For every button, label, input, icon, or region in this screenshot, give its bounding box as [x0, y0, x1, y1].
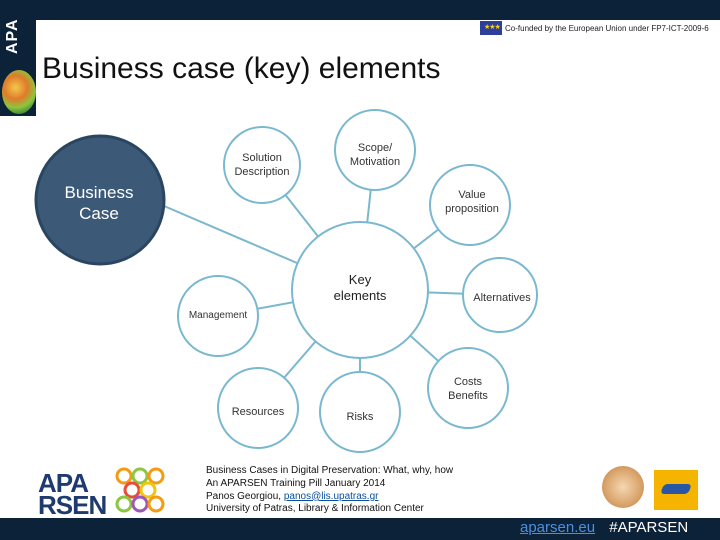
node-key-elements: [291, 221, 429, 359]
slide-title: Business case (key) elements: [42, 52, 441, 85]
aparsen-hashtag: #APARSEN: [609, 519, 689, 536]
logo-rsen-text: RSEN: [38, 490, 107, 520]
globe-logo-icon: [2, 70, 36, 114]
node-resources: [217, 367, 299, 449]
logo-apa-text: APA: [38, 468, 89, 498]
node-value-proposition: [429, 164, 511, 246]
university-patras-logo: [602, 466, 644, 508]
key-elements-line2: elements: [333, 288, 387, 304]
bottom-links: aparsen.eu #APARSEN: [520, 519, 715, 539]
solution-description-line2: Description: [234, 165, 290, 178]
bottom-bar: [0, 518, 720, 540]
footer-line2: An APARSEN Training Pill January 2014: [206, 477, 386, 489]
eu-flag-icon: ★★★: [480, 21, 502, 35]
top-bar: [0, 0, 720, 20]
author-email-link[interactable]: panos@lis.upatras.gr: [283, 490, 379, 502]
eu-funding-text: Co-funded by the European Union under FP…: [505, 24, 709, 33]
node-scope-motivation: [334, 109, 416, 191]
node-alternatives: [462, 257, 538, 333]
management-line1: Management: [188, 310, 248, 321]
node-risks: [319, 371, 401, 453]
resources-label: Resources: [218, 406, 298, 420]
business-case-line1: Business: [64, 183, 134, 202]
risks-line1: Risks: [346, 411, 374, 423]
scope-motivation-line2: Motivation: [349, 155, 401, 168]
costs-benefits-label: Costs Benefits: [428, 376, 508, 404]
alternatives-line1: Alternatives: [473, 292, 531, 304]
node-solution-description: [223, 126, 301, 204]
alternatives-label: Alternatives: [462, 292, 542, 306]
side-bar: APA: [0, 0, 36, 116]
scope-motivation-label: Scope/ Motivation: [335, 142, 415, 170]
aparsen-logo: APA RSEN: [38, 468, 158, 520]
aparsen-site-link[interactable]: aparsen.eu: [520, 519, 596, 536]
resources-line1: Resources: [231, 406, 285, 418]
scope-motivation-line1: Scope/: [357, 142, 393, 154]
key-elements-line1: Key: [348, 272, 372, 287]
node-costs-benefits: [427, 347, 509, 429]
value-proposition-label: Value proposition: [430, 189, 514, 217]
costs-benefits-line2: Benefits: [448, 389, 488, 402]
node-management: [177, 275, 259, 357]
value-proposition-line2: proposition: [445, 202, 499, 215]
value-proposition-line1: Value: [458, 189, 486, 201]
footer-line3: Panos Georgiou, panos@lis.upatras.gr: [206, 491, 516, 504]
footer-line1: Business Cases in Digital Preservation: …: [206, 465, 454, 476]
solution-description-line1: Solution: [242, 152, 282, 164]
footer-line4: University of Patras, Library & Informat…: [206, 503, 424, 515]
library-logo: [654, 470, 698, 510]
solution-description-label: Solution Description: [222, 152, 302, 180]
management-label: Management: [180, 310, 256, 323]
footer-text: Business Cases in Digital Preservation: …: [206, 465, 516, 516]
hexagon-logo-icon: [115, 467, 165, 513]
business-case-label: Business Case: [45, 182, 153, 225]
business-case-line2: Case: [79, 204, 119, 224]
key-elements-label: Key elements: [312, 272, 408, 305]
risks-label: Risks: [320, 411, 400, 425]
footer-author: Panos Georgiou,: [206, 490, 284, 502]
node-business-case: [34, 134, 166, 266]
costs-benefits-line1: Costs: [453, 376, 483, 388]
